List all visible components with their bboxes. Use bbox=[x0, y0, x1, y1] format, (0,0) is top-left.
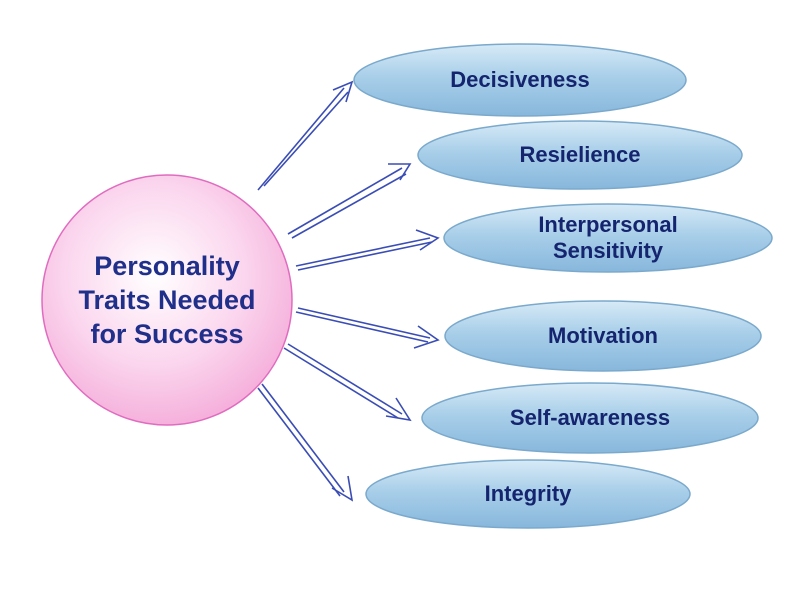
trait-interpersonal-sensitivity: Interpersonal Sensitivity bbox=[444, 204, 772, 272]
trait-motivation-label: Motivation bbox=[548, 323, 658, 348]
arrow-to-decisiveness bbox=[257, 80, 354, 191]
arrow-to-self-awareness bbox=[283, 343, 412, 422]
trait-motivation: Motivation bbox=[445, 301, 761, 371]
trait-resielience-label: Resielience bbox=[519, 142, 641, 167]
trait-ellipse-self-awareness bbox=[421, 382, 759, 454]
center-circle bbox=[41, 174, 293, 426]
trait-interpersonal-sensitivity-line-1: Interpersonal bbox=[538, 212, 678, 237]
trait-decisiveness-label: Decisiveness bbox=[450, 67, 590, 92]
center-title-line-3: for Success bbox=[90, 319, 244, 349]
trait-interpersonal-sensitivity-line-2: Sensitivity bbox=[552, 238, 664, 263]
trait-integrity-label: Integrity bbox=[484, 481, 572, 506]
trait-ellipse-motivation bbox=[444, 300, 762, 372]
arrow-to-motivation bbox=[295, 307, 440, 349]
trait-integrity: Integrity bbox=[366, 460, 690, 528]
trait-ellipse-resielience bbox=[417, 120, 743, 190]
arrow-to-integrity bbox=[257, 383, 354, 502]
trait-self-awareness: Self-awareness bbox=[422, 383, 758, 453]
arrow-to-interpersonal-sensitivity bbox=[295, 229, 440, 271]
trait-resielience: Resielience bbox=[418, 121, 742, 189]
center-title-line-1: Personality bbox=[94, 251, 240, 281]
trait-ellipse-integrity bbox=[365, 459, 691, 529]
center-title: Personality Traits Needed for Success bbox=[42, 215, 292, 385]
trait-self-awareness-label: Self-awareness bbox=[509, 405, 671, 430]
trait-ellipse-decisiveness bbox=[353, 43, 687, 117]
trait-ellipse-interpersonal-sensitivity bbox=[443, 203, 773, 273]
arrow-to-resielience bbox=[287, 163, 412, 239]
center-title-line-2: Traits Needed bbox=[78, 285, 256, 315]
trait-decisiveness: Decisiveness bbox=[354, 44, 686, 116]
